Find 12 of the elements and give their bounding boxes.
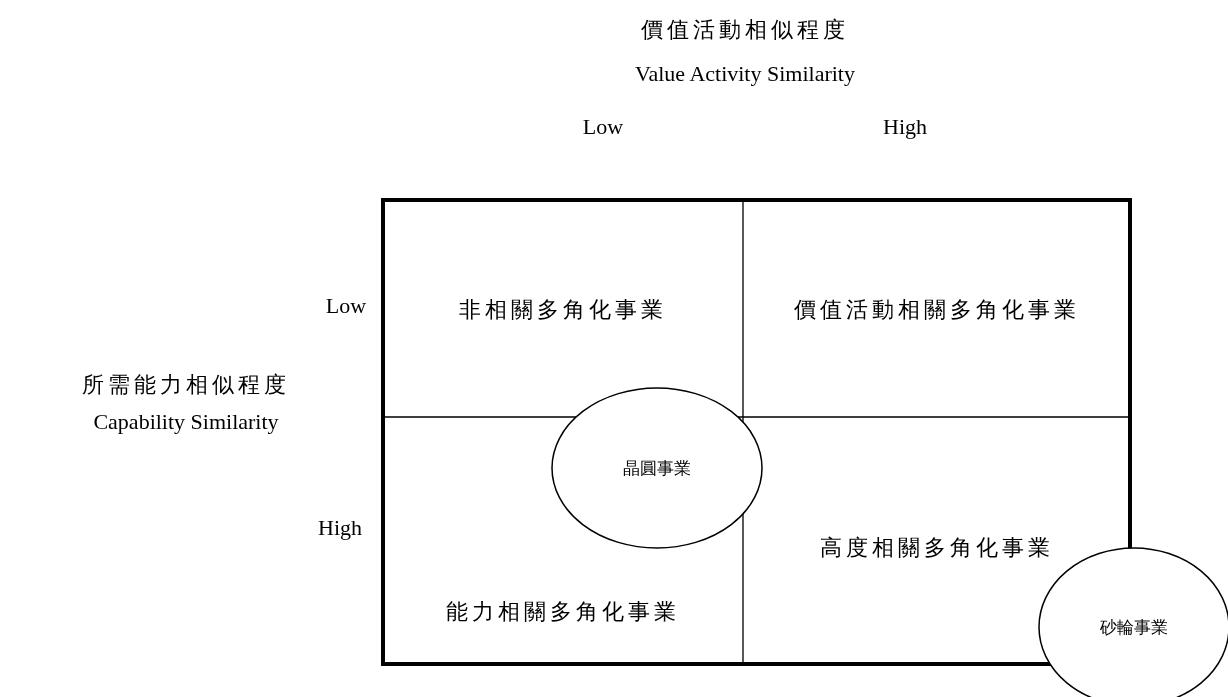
axis-title: 價值活動相似程度	[641, 16, 849, 44]
quadrant-text: 能力相關多角化事業	[446, 599, 680, 625]
axis-level-label: Low	[582, 114, 624, 140]
axis-level-label: High	[318, 515, 362, 541]
circle-bubble: 晶圓事業	[551, 387, 763, 549]
axis-level-label: High	[883, 114, 927, 140]
quadrant-text: 價值活動相關多角化事業	[793, 297, 1080, 323]
axis-title: Capability Similarity	[93, 409, 279, 435]
axis-title: Value Activity Similarity	[635, 61, 855, 87]
axis-title: 所需能力相似程度	[82, 371, 290, 399]
axis-level-label: Low	[325, 293, 367, 319]
quadrant-text: 非相關多角化事業	[459, 297, 667, 323]
